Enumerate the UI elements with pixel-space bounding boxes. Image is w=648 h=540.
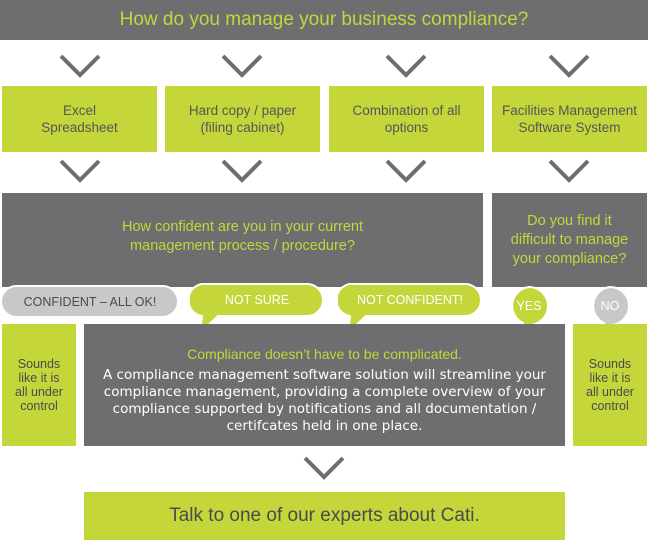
answer-not-confident-label: NOT CONFIDENT! bbox=[356, 293, 464, 307]
title-banner: How do you manage your business complian… bbox=[0, 0, 648, 40]
middle-heading: Compliance doesn’t have to be complicate… bbox=[187, 346, 462, 362]
answer-not-sure[interactable]: NOT SURE bbox=[190, 283, 324, 335]
chevron-down-icon bbox=[58, 158, 102, 184]
chevron-down-icon bbox=[384, 53, 428, 79]
answer-confident-label: CONFIDENT – ALL OK! bbox=[23, 294, 157, 309]
chevron-down-icon bbox=[220, 53, 264, 79]
question-confidence: How confident are you in your current ma… bbox=[122, 219, 363, 254]
answer-no-label: NO bbox=[600, 299, 620, 313]
outcome-right-text: Sounds like it is all under control bbox=[586, 357, 634, 413]
option-hard-copy[interactable]: Hard copy / paper (filing cabinet) bbox=[165, 86, 320, 152]
pill-shape bbox=[0, 285, 179, 318]
option-label: Combination of all options bbox=[352, 103, 461, 135]
option-combination[interactable]: Combination of all options bbox=[329, 86, 484, 152]
answer-yes-label: YES bbox=[516, 299, 542, 313]
answer-not-sure-label: NOT SURE bbox=[224, 293, 290, 307]
answer-confident[interactable]: CONFIDENT – ALL OK! bbox=[0, 285, 180, 319]
page-title: How do you manage your business complian… bbox=[119, 9, 529, 30]
chevron-down-icon bbox=[302, 455, 346, 481]
speech-bubble-shape bbox=[190, 283, 324, 335]
question-difficult-box: Do you find it difficult to manage your … bbox=[492, 193, 647, 287]
middle-panel: Compliance doesn’t have to be complicate… bbox=[84, 324, 565, 446]
question-difficult: Do you find it difficult to manage your … bbox=[510, 212, 629, 267]
middle-body: A compliance management software solutio… bbox=[103, 367, 546, 434]
answer-not-confident[interactable]: NOT CONFIDENT! bbox=[338, 283, 482, 335]
outcome-right: Sounds like it is all under control bbox=[573, 324, 647, 446]
speech-bubble-shape bbox=[338, 283, 482, 335]
chevron-down-icon bbox=[220, 158, 264, 184]
outcome-left: Sounds like it is all under control bbox=[2, 324, 76, 446]
option-label: Hard copy / paper (filing cabinet) bbox=[188, 103, 297, 135]
chevron-down-icon bbox=[384, 158, 428, 184]
outcome-left-text: Sounds like it is all under control bbox=[15, 357, 63, 413]
chevron-down-icon bbox=[547, 53, 591, 79]
option-excel[interactable]: Excel Spreadsheet bbox=[2, 86, 157, 152]
option-label: Facilities Management Software System bbox=[501, 103, 638, 135]
chevron-down-icon bbox=[547, 158, 591, 184]
chevron-down-icon bbox=[58, 53, 102, 79]
question-confidence-box: How confident are you in your current ma… bbox=[2, 193, 483, 287]
cta-label: Talk to one of our experts about Cati. bbox=[169, 505, 480, 526]
cta-banner[interactable]: Talk to one of our experts about Cati. bbox=[84, 492, 565, 540]
option-label: Excel Spreadsheet bbox=[41, 103, 118, 135]
option-software[interactable]: Facilities Management Software System bbox=[492, 86, 647, 152]
